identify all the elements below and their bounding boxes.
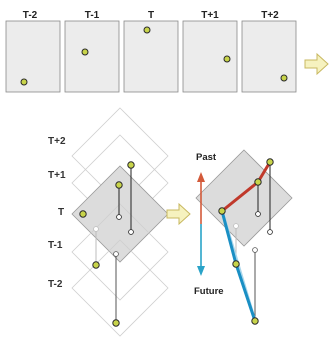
frame-label: T+2 (261, 10, 279, 21)
projection-point (252, 247, 258, 253)
frame-strip: T-2 T-1 T T+1 T+2 (5, 10, 297, 93)
frame-panel (5, 20, 61, 93)
frame-label: T-2 (23, 10, 38, 21)
frame-t-minus-1: T-1 (64, 10, 120, 93)
object-dot (127, 161, 135, 169)
object-dot (81, 48, 89, 56)
object-dot (266, 158, 274, 166)
frame-t-plus-1: T+1 (182, 10, 238, 93)
stack-label: T-1 (48, 240, 63, 251)
object-dot (79, 210, 87, 218)
block-arrow-right-icon (166, 202, 191, 226)
projection-point (255, 211, 261, 217)
block-arrow-right-icon (304, 52, 329, 76)
frame-panel (241, 20, 297, 93)
object-dot (254, 178, 262, 186)
frame-label: T-1 (85, 10, 100, 21)
object-dot (223, 55, 231, 63)
arrow-up-icon (197, 172, 205, 182)
current-frame-plane (195, 149, 293, 247)
frame-panel (123, 20, 179, 93)
frame-label: T+1 (201, 10, 219, 21)
frame-panel (64, 20, 120, 93)
projection-point (93, 226, 99, 232)
frame-t-plus-2: T+2 (241, 10, 297, 93)
stack-label: T+1 (48, 170, 66, 181)
object-dot (92, 261, 100, 269)
object-dot (232, 260, 240, 268)
projection-point (267, 229, 273, 235)
past-label: Past (196, 152, 217, 163)
stack-label: T (58, 207, 64, 218)
frame-label: T (148, 10, 154, 21)
frame-stack: T+2 T+1 T T-1 T-2 (48, 107, 169, 337)
object-dot (280, 74, 288, 82)
projection-point (128, 229, 134, 235)
projection-point (233, 223, 239, 229)
stack-label: T-2 (48, 279, 63, 290)
object-dot (143, 26, 151, 34)
projection-point (116, 214, 122, 220)
object-dot (112, 319, 120, 327)
object-dot (218, 207, 226, 215)
frame-t: T (123, 10, 179, 93)
frame-t-minus-2: T-2 (5, 10, 61, 93)
object-dot (115, 181, 123, 189)
arrow-down-icon (197, 266, 205, 276)
future-label: Future (194, 286, 224, 297)
projection-point (113, 251, 119, 257)
stack-plane-t-minus-2 (71, 239, 169, 337)
stack-plane-t-minus-1 (71, 203, 169, 301)
object-dot (20, 78, 28, 86)
object-dot (251, 317, 259, 325)
trajectory-view: Past Future (194, 149, 293, 325)
stack-label: T+2 (48, 136, 66, 147)
